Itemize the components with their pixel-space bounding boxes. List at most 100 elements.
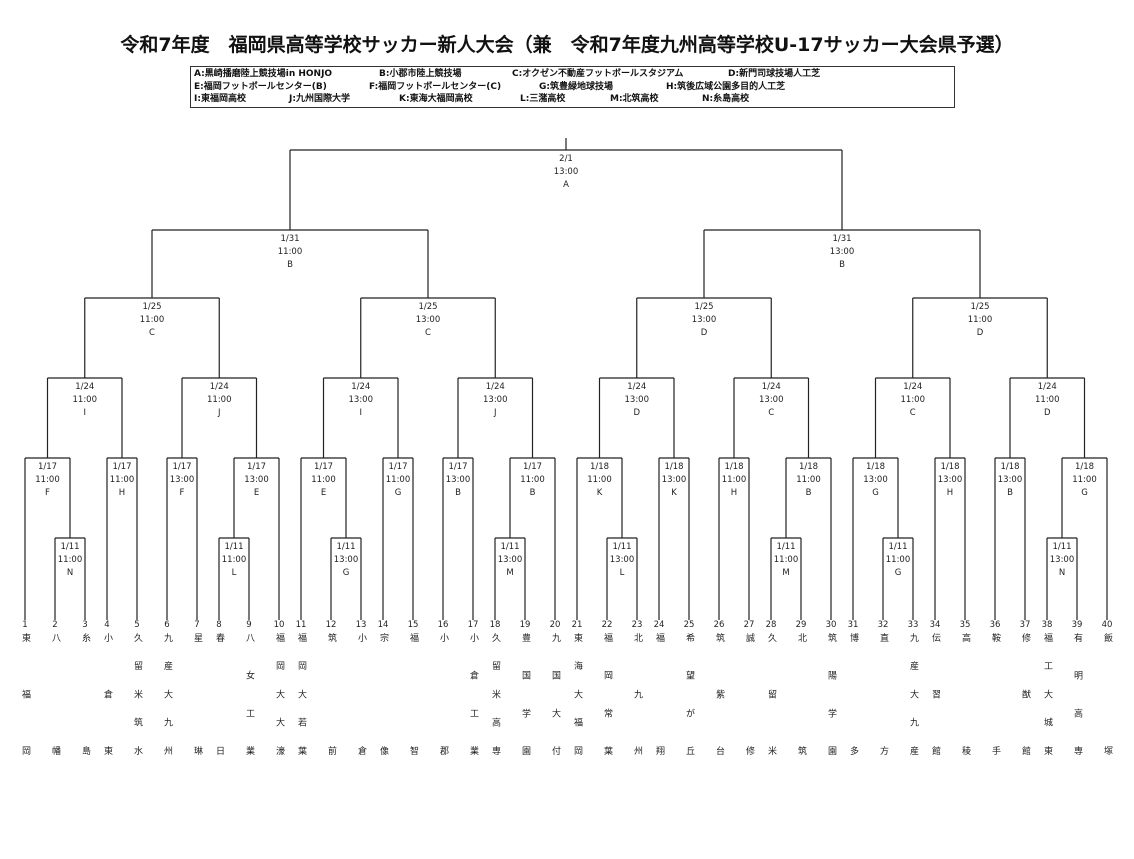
match-time: 13:00 — [830, 247, 855, 257]
match-date: 1/31 — [280, 234, 299, 244]
match-venue: K — [671, 488, 677, 498]
match-venue: B — [839, 260, 845, 270]
match-venue: B — [530, 488, 536, 498]
team-name: 宗像 — [378, 633, 388, 859]
team-name: 久留米筑水 — [132, 633, 142, 775]
team-name: 東福岡 — [20, 633, 30, 803]
team-number: 29 — [796, 620, 807, 630]
venue-d: D:新門司球技場人工芝 — [728, 69, 821, 79]
venue-b: B:小郡市陸上競技場 — [379, 69, 462, 79]
match-date: 1/24 — [351, 382, 370, 392]
team-name: 福翔 — [654, 633, 664, 859]
team-name: 博多 — [848, 633, 858, 859]
venue-legend: A:黒崎播磨陸上競技場in HONJO B:小郡市陸上競技場 C:オクゼン不動産… — [190, 66, 955, 108]
match-date: 1/24 — [762, 382, 781, 392]
match-time: 11:00 — [968, 315, 993, 325]
match-time: 13:00 — [349, 395, 374, 405]
match-venue: G — [872, 488, 879, 498]
match-date: 1/17 — [314, 462, 333, 472]
venue-l: L:三潴高校 — [520, 94, 566, 104]
match-venue: H — [947, 488, 953, 498]
venue-legend-row: I:東福岡高校 J:九州国際大学 K:東海大福岡高校 L:三潴高校 M:北筑高校… — [194, 93, 951, 106]
match-date: 1/17 — [112, 462, 131, 472]
venue-j: J:九州国際大学 — [289, 94, 350, 104]
team-name: 修猷館 — [1020, 633, 1030, 803]
match-venue: M — [782, 568, 789, 578]
team-number: 7 — [194, 620, 199, 630]
team-number: 22 — [602, 620, 613, 630]
match-time: 11:00 — [901, 395, 926, 405]
match-time: 13:00 — [692, 315, 717, 325]
team-name: 九産大九州 — [162, 633, 172, 775]
team-name: 伝習館 — [930, 633, 940, 803]
team-name: 小倉工業 — [468, 633, 478, 784]
match-time: 11:00 — [386, 475, 411, 485]
match-venue: A — [563, 180, 569, 190]
team-number: 20 — [550, 620, 561, 630]
match-venue: C — [425, 328, 431, 338]
match-date: 1/24 — [486, 382, 505, 392]
team-number: 36 — [990, 620, 1001, 630]
match-time: 11:00 — [278, 247, 303, 257]
match-venue: F — [180, 488, 185, 498]
match-date: 1/17 — [523, 462, 542, 472]
team-name: 飯塚 — [1102, 633, 1112, 859]
match-venue: C — [768, 408, 774, 418]
match-venue: I — [83, 408, 86, 418]
match-date: 1/18 — [1075, 462, 1094, 472]
team-name: 小郡 — [438, 633, 448, 859]
match-date: 1/24 — [210, 382, 229, 392]
venue-k: K:東海大福岡高校 — [399, 94, 473, 104]
team-name: 小倉東 — [102, 633, 112, 803]
match-time: 13:00 — [416, 315, 441, 325]
match-time: 11:00 — [222, 555, 247, 565]
team-name: 久留米 — [766, 633, 776, 803]
match-time: 11:00 — [35, 475, 60, 485]
team-number: 40 — [1102, 620, 1113, 630]
match-venue: N — [67, 568, 73, 578]
team-name: 福岡大若葉 — [296, 633, 306, 775]
match-date: 1/18 — [940, 462, 959, 472]
match-venue: H — [731, 488, 737, 498]
match-time: 13:00 — [610, 555, 635, 565]
match-date: 1/25 — [142, 302, 161, 312]
team-number: 12 — [326, 620, 337, 630]
team-name: 春日 — [214, 633, 224, 859]
match-date: 1/24 — [903, 382, 922, 392]
match-date: 1/25 — [970, 302, 989, 312]
match-date: 1/11 — [1052, 542, 1071, 552]
team-number: 3 — [82, 620, 87, 630]
match-time: 13:00 — [498, 555, 523, 565]
match-venue: J — [493, 408, 497, 418]
team-name: 九国大付 — [550, 633, 560, 784]
match-time: 11:00 — [587, 475, 612, 485]
match-time: 11:00 — [520, 475, 545, 485]
match-time: 11:00 — [886, 555, 911, 565]
match-date: 1/18 — [664, 462, 683, 472]
team-number: 27 — [744, 620, 755, 630]
team-number: 14 — [378, 620, 389, 630]
match-venue: D — [701, 328, 708, 338]
match-time: 13:00 — [554, 167, 579, 177]
match-date: 1/11 — [888, 542, 907, 552]
match-time: 11:00 — [207, 395, 232, 405]
team-name: 東海大福岡 — [572, 633, 582, 775]
match-venue: B — [287, 260, 293, 270]
match-venue: G — [395, 488, 402, 498]
team-number: 38 — [1042, 620, 1053, 630]
team-name: 久留米高専 — [490, 633, 500, 775]
team-name: 筑紫台 — [714, 633, 724, 803]
team-number: 19 — [520, 620, 531, 630]
venue-h: H:筑後広域公園多目的人工芝 — [666, 81, 786, 92]
team-number: 18 — [490, 620, 501, 630]
team-number: 21 — [572, 620, 583, 630]
team-number: 2 — [52, 620, 57, 630]
match-time: 11:00 — [110, 475, 135, 485]
team-name: 鞍手 — [990, 633, 1000, 859]
team-name: 八女工業 — [244, 633, 254, 784]
team-number: 1 — [22, 620, 27, 630]
team-name: 福岡大大濠 — [274, 633, 284, 775]
venue-g: G:筑豊緑地球技場 — [539, 81, 613, 92]
match-date: 1/18 — [724, 462, 743, 472]
